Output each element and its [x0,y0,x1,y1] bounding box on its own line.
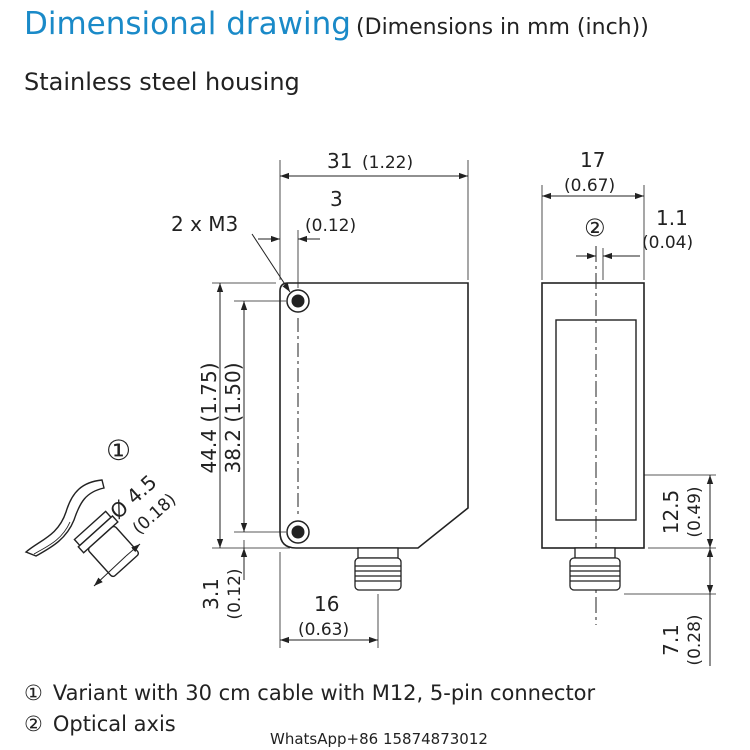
label-connector-length-in: (0.28) [685,614,705,665]
label-width-front-in: (1.22) [362,153,413,173]
label-width-side-in: (0.67) [564,176,615,196]
dimensional-drawing: 31 (1.22) 3 (0.12) 2 x M3 44.4 (1.75) 38… [24,148,716,666]
label-connector-height: 12.5 [659,490,683,535]
watermark-contact: WhatsApp+86 15874873012 [270,730,488,748]
cable-housing-corner [24,479,105,557]
mounting-hole-top [286,289,310,313]
mounting-hole-bottom-inner [291,525,305,539]
note-cable-variant: ① Variant with 30 cm cable with M12, 5-pi… [24,678,595,709]
side-view [541,185,716,666]
cable-variant-detail [24,479,141,587]
marker-one-detail: ① [106,434,131,467]
label-connector-pos-in: (0.63) [298,620,349,640]
mounting-hole-bottom [286,520,310,544]
side-connector [569,547,621,591]
label-width-side: 17 [580,148,605,172]
label-connector-pos: 16 [314,592,339,616]
label-hole-spacing: 38.2 (1.50) [221,362,245,473]
marker-two-side: ② [584,214,606,242]
title-units: (Dimensions in mm (inch)) [356,15,649,40]
label-bottom-offset-in: (0.12) [225,568,245,619]
label-axis-offset: 1.1 [656,206,688,230]
note-text-optical-axis: Optical axis [52,712,176,736]
label-height: 44.4 (1.75) [197,362,221,473]
title-main: Dimensional drawing [24,6,351,42]
thread-leader [251,233,291,293]
front-view [212,160,469,648]
mounting-hole-top-inner [291,294,305,308]
note-marker-two: ② [24,712,43,736]
note-marker-one: ① [24,681,43,705]
label-width-front: 31 [327,149,352,173]
front-connector [354,547,402,591]
label-offset: 3 [330,187,343,211]
page-title: Dimensional drawing (Dimensions in mm (i… [24,6,649,42]
label-axis-offset-in: (0.04) [642,233,693,253]
cable-connector [73,510,140,578]
front-housing-outline [279,282,469,549]
label-thread: 2 x M3 [171,212,238,236]
label-connector-length: 7.1 [659,624,683,656]
note-text-cable-variant: Variant with 30 cm cable with M12, 5-pin… [52,681,596,705]
housing-subtitle: Stainless steel housing [24,68,300,96]
label-connector-height-in: (0.49) [685,486,705,537]
notes-list: ① Variant with 30 cm cable with M12, 5-pi… [24,678,595,740]
side-housing-outline [541,282,645,549]
label-bottom-offset: 3.1 [199,578,223,610]
label-offset-in: (0.12) [305,216,356,236]
note-optical-axis: ② Optical axis [24,709,595,740]
